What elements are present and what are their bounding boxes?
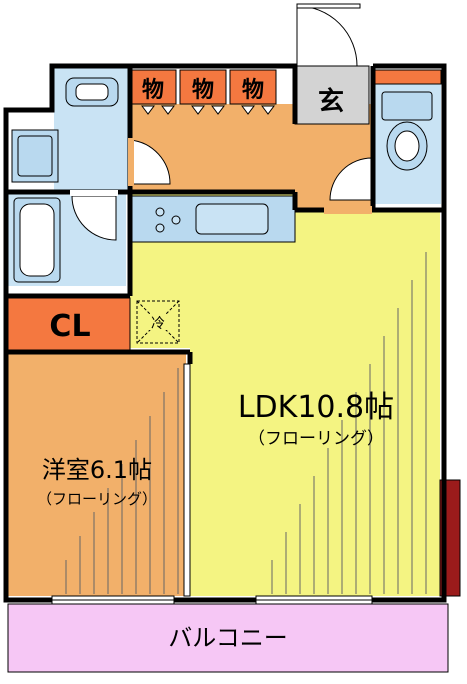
western-room: 洋室6.1帖 （フローリング）	[8, 354, 186, 596]
toilet-seat	[394, 130, 420, 162]
ldk-flooring-lines	[271, 252, 427, 594]
sink-bowl	[75, 83, 109, 101]
western-floor	[8, 354, 186, 596]
balcony-windows	[51, 595, 373, 605]
ldk-floor-type: （フローリング）	[248, 429, 384, 449]
balcony-label: バルコニー	[168, 624, 288, 652]
kitchen-sink	[195, 203, 269, 235]
bathroom	[8, 194, 126, 286]
outer-wall	[3, 63, 447, 603]
bathroom-door-opening	[70, 190, 118, 196]
bathtub-inner	[19, 203, 55, 277]
sliding-partition	[183, 363, 191, 597]
fridge-label-bg	[148, 314, 168, 330]
storage-3-label: 物	[242, 77, 264, 103]
toilet-room	[372, 69, 442, 204]
stove-burner-1-icon	[155, 207, 165, 217]
entrance-bg	[294, 65, 370, 125]
ldk-room: 冷 LDK10.8帖 （フローリング）	[130, 194, 440, 596]
stove-burner-2-icon	[171, 215, 181, 225]
storage-2-label: 物	[192, 77, 214, 103]
storage-2-doors	[191, 105, 225, 115]
ldk-door-swing	[329, 157, 373, 201]
washing-machine-space	[11, 129, 59, 183]
closet-bg	[7, 297, 131, 351]
entrance-label: 玄	[318, 86, 344, 117]
western-flooring-lines	[65, 368, 179, 594]
washing-machine-pan	[17, 135, 53, 177]
storage-3-bg	[229, 69, 277, 105]
storage-3-doors	[241, 105, 275, 115]
balcony-floor	[7, 603, 449, 673]
storage-2-bg	[179, 69, 227, 105]
bathroom-door-swing	[71, 195, 117, 241]
ldk-floor	[130, 194, 440, 596]
entrance-door-swing	[296, 3, 361, 67]
walls	[3, 63, 447, 603]
washroom-door-opening	[128, 138, 134, 186]
ldk-room-name: LDK10.8帖	[238, 390, 394, 425]
western-room-name: 洋室6.1帖	[42, 456, 152, 484]
western-floor-type: （フローリング）	[37, 490, 157, 508]
storage-closets: 物 物 物	[129, 69, 277, 115]
storage-1-label: 物	[142, 77, 164, 103]
toilet-shelf	[372, 69, 442, 85]
storage-1-doors	[141, 105, 175, 115]
toilet-tank	[381, 91, 433, 121]
fridge-space	[136, 300, 180, 344]
stove-burner-3-icon	[155, 223, 165, 233]
closet-label: CL	[49, 309, 90, 344]
ldk-door-opening	[324, 206, 372, 214]
fridge-label: 冷	[151, 316, 165, 332]
washroom-door-swing	[129, 139, 171, 185]
washroom	[11, 66, 130, 194]
